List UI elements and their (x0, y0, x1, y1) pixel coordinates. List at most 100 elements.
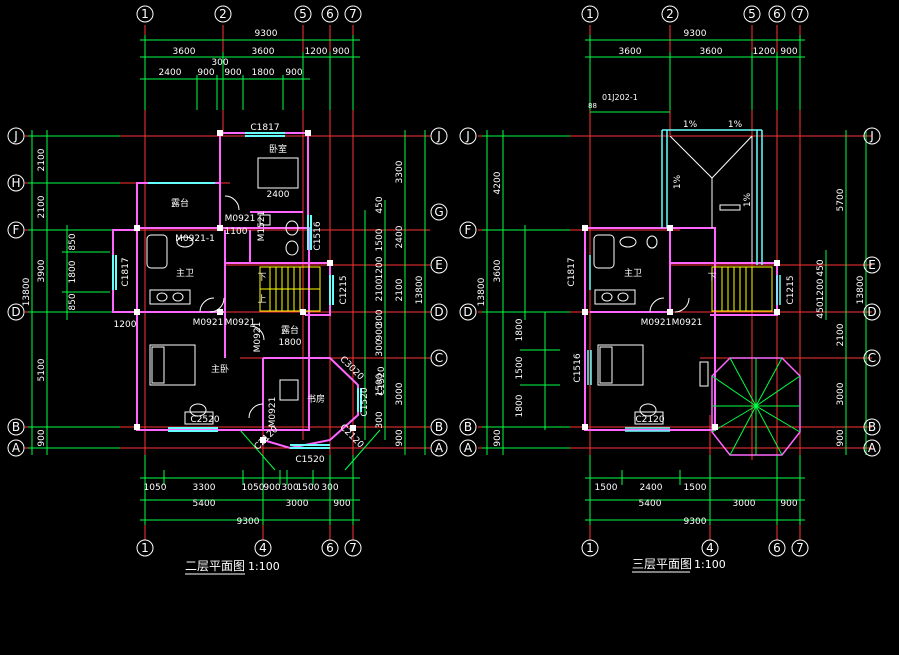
r-label-m0921-a: M0921 (641, 318, 672, 328)
r-dim-left-2: 1800 (515, 318, 525, 341)
dim-bot-r1-3: 900 (263, 483, 280, 493)
axis-left-J: J (13, 129, 18, 143)
label-m0921-1: M0921-1 (175, 234, 215, 244)
r-dim-right-inner-1: 1200 (816, 278, 826, 301)
r-label-master-bath: 主卫 (624, 267, 642, 279)
axis-left-H: H (11, 176, 20, 190)
r-dim-top-r2-2: 1200 (753, 47, 776, 57)
r-axis-right-E: E (868, 258, 876, 272)
r-label-down: 下 (707, 273, 716, 283)
r-dim-left-4: 1800 (515, 394, 525, 417)
r-dim-right-3: 900 (836, 429, 846, 446)
label-c1215: C1215 (339, 275, 349, 304)
dim-top-r3-2: 300 (211, 58, 228, 68)
r-dim-left-outer: 13800 (477, 277, 487, 306)
r-label-slope-2: 1% (673, 174, 683, 189)
axis-bot-6: 6 (326, 541, 334, 555)
plan-left-title: 二层平面图 (185, 559, 245, 573)
axis-bubbles-left (7, 5, 448, 557)
doors (199, 195, 265, 419)
axis-right-E: E (435, 258, 443, 272)
dim-left-1: 2100 (37, 195, 47, 218)
dim-right-0: 3300 (395, 160, 405, 183)
label-bedroom: 卧室 (269, 143, 287, 155)
label-1200: 1200 (114, 320, 137, 330)
r-axis-bot-7: 7 (796, 541, 804, 555)
label-c1516: C1516 (313, 221, 323, 250)
dim-right-inner-8: 300 (375, 411, 385, 428)
r-axis-left-A: A (464, 441, 473, 455)
third-floor-plan: 9300 3600 3600 1200 900 01J202-1 88 1380… (459, 5, 881, 573)
roof-ridge-right (669, 135, 753, 263)
staircase-right (711, 266, 773, 312)
r-dim-bot-r2-1: 3000 (733, 499, 756, 509)
dim-left-outer: 13800 (22, 277, 32, 306)
r-dim-right-2: 3000 (836, 382, 846, 405)
columns (134, 130, 356, 443)
dim-bot-r2-1: 3000 (286, 499, 309, 509)
axis-right-C: C (435, 351, 443, 365)
r-axis-right-A: A (868, 441, 877, 455)
label-c1817-top: C1817 (250, 123, 279, 133)
plan-right-scale: 1:100 (694, 558, 726, 571)
r-dim-top-r2-3: 900 (780, 47, 797, 57)
axis-bot-7: 7 (349, 541, 357, 555)
r-dim-bot-r1-0: 1500 (595, 483, 618, 493)
r-axis-bot-4: 4 (706, 541, 714, 555)
dim-bot-r1-4: 300 (281, 483, 298, 493)
dim-left-3: 5100 (37, 358, 47, 381)
r-label-c1516: C1516 (573, 353, 583, 382)
dim-left-2: 3900 (37, 259, 47, 282)
label-master-bedroom: 主卧 (211, 363, 229, 375)
axis-lines (25, 25, 430, 540)
windows (112, 132, 362, 449)
r-dim-top-r2-0: 3600 (619, 47, 642, 57)
axis-left-B: B (12, 420, 20, 434)
dim-bot-total: 9300 (237, 517, 260, 527)
r-dim-left-0: 4200 (493, 171, 503, 194)
axis-bubble-labels-left: 1 2 5 6 7 1 4 6 7 J H F D B A J G E D C … (11, 7, 444, 555)
axis-top-5: 5 (299, 7, 307, 21)
dim-top-r3-5: 900 (285, 68, 302, 78)
axis-bot-4: 4 (259, 541, 267, 555)
axis-bubble-labels-right: 1 2 5 6 7 1 4 6 7 J F D B A J E D C B A (463, 7, 877, 555)
label-c1520-bottom: C1520 (295, 455, 324, 465)
dim-top-r2-1: 3600 (252, 47, 275, 57)
label-m0921-a: M0921 (225, 214, 256, 224)
r-dim-left-5: 900 (493, 429, 503, 446)
ref-note: 01J202-1 (602, 93, 638, 102)
r-dim-bot-r1-2: 1500 (684, 483, 707, 493)
dim-top-r2-2: 1200 (305, 47, 328, 57)
r-dim-left-3: 1500 (515, 356, 525, 379)
dim-bot-r1-6: 300 (321, 483, 338, 493)
r-dim-top-r2-1: 3600 (700, 47, 723, 57)
label-m0921-c: M0921 (225, 318, 256, 328)
label-2400: 2400 (267, 190, 290, 200)
dim-top-r2-3: 900 (332, 47, 349, 57)
r-dim-bot-r1-1: 2400 (640, 483, 663, 493)
walls-right (584, 227, 778, 431)
dim-left-inner-2: 850 (68, 293, 78, 310)
columns-right (582, 225, 780, 430)
axis-top-2: 2 (219, 7, 227, 21)
dim-right-inner-7: 1500 (375, 373, 385, 396)
r-dim-total-top: 9300 (684, 29, 707, 39)
axis-bubbles-right (459, 5, 881, 557)
axis-bot-1: 1 (141, 541, 149, 555)
r-dim-right-1: 2100 (836, 323, 846, 346)
dim-left-inner-0: 850 (68, 233, 78, 250)
dim-bot-r2-2: 900 (333, 499, 350, 509)
axis-left-F: F (13, 223, 20, 237)
r-label-c2120: C2120 (635, 415, 664, 425)
axis-right-G: G (434, 205, 443, 219)
r-dim-right-inner-0: 450 (816, 259, 826, 276)
plan-right-title: 三层平面图 (632, 557, 692, 571)
dim-bot-r1-2: 1050 (242, 483, 265, 493)
label-c2520: C2520 (190, 415, 219, 425)
ref-note2: 88 (588, 102, 597, 110)
dim-right-inner-4: 300 (375, 309, 385, 326)
r-dim-left-1: 3600 (493, 259, 503, 282)
r-axis-left-J: J (465, 129, 470, 143)
dim-top-r3-1: 900 (197, 68, 214, 78)
